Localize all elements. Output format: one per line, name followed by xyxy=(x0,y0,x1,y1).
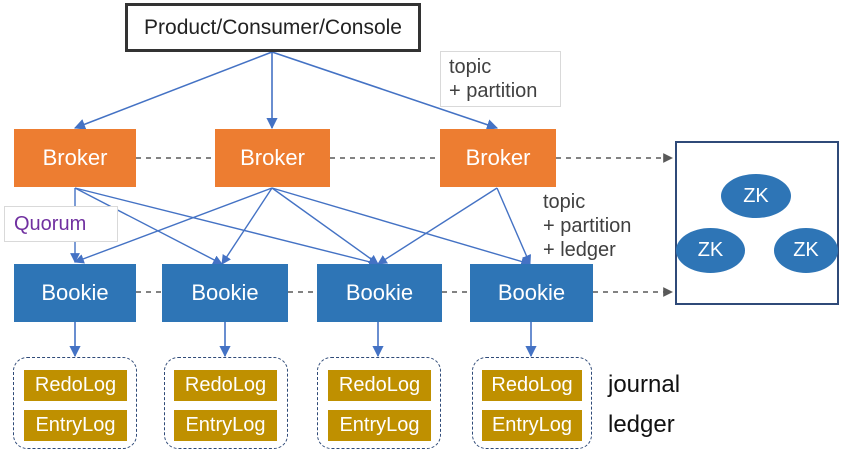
entrylog-2-label: EntryLog xyxy=(185,414,266,436)
client-topic-note: topic + partition xyxy=(440,51,561,107)
entrylog-4: EntryLog xyxy=(482,410,582,441)
broker-2-to-bookie-3-arrow xyxy=(271,187,379,265)
broker-topic-note-line-1: topic xyxy=(543,191,586,213)
broker-1-to-bookie-3-arrow xyxy=(74,187,379,267)
broker-3-label: Broker xyxy=(465,145,531,170)
bookie-2-label: Bookie xyxy=(191,280,259,305)
quorum-note: Quorum xyxy=(4,206,118,242)
client-to-broker-3-arrow xyxy=(271,51,499,131)
entrylog-4-label: EntryLog xyxy=(491,414,573,436)
broker-topic-note-line-2: + partition xyxy=(543,215,632,237)
redolog-3-label: RedoLog xyxy=(338,374,421,396)
bookie-3-label: Bookie xyxy=(345,280,414,305)
entrylog-3-label: EntryLog xyxy=(339,414,420,436)
broker-1-to-bookie-2-arrow xyxy=(74,187,223,265)
bookie-1-label: Bookie xyxy=(41,280,109,305)
redolog-1: RedoLog xyxy=(24,370,127,401)
bookie-3: Bookie xyxy=(317,264,442,322)
bookie-4-label: Bookie xyxy=(497,280,566,305)
redolog-2: RedoLog xyxy=(174,370,277,401)
broker-topic-note: topic + partition + ledger xyxy=(543,190,632,262)
bookie-1: Bookie xyxy=(14,264,136,322)
client-label: Product/Consumer/Console xyxy=(144,15,402,39)
zookeeper-panel xyxy=(675,141,839,305)
bookie-2: Bookie xyxy=(162,264,288,322)
entrylog-1: EntryLog xyxy=(24,410,127,441)
zk-node-top: ZK xyxy=(721,174,791,218)
broker-3-to-bookie-4-arrow xyxy=(496,187,531,265)
broker-2-to-bookie-4-arrow xyxy=(271,187,531,267)
zk-node-left: ZK xyxy=(676,228,745,273)
redolog-2-label: RedoLog xyxy=(184,374,267,396)
entrylog-1-label: EntryLog xyxy=(35,414,116,436)
client-topic-note-line-1: topic xyxy=(449,56,492,78)
broker-2-label: Broker xyxy=(240,145,305,170)
redolog-4: RedoLog xyxy=(482,370,582,401)
broker-2: Broker xyxy=(215,129,330,187)
redolog-4-label: RedoLog xyxy=(491,374,573,396)
broker-2-to-bookie-1-arrow xyxy=(74,187,273,264)
client-topic-note-line-2: + partition xyxy=(449,80,538,102)
zk-node-right: ZK xyxy=(774,228,838,273)
entrylog-2: EntryLog xyxy=(174,410,277,441)
redolog-3: RedoLog xyxy=(328,370,431,401)
journal-label: journal xyxy=(608,371,681,398)
broker-3-to-bookie-3-arrow xyxy=(377,187,498,265)
quorum-label: Quorum xyxy=(14,213,87,235)
zk-node-right-label: ZK xyxy=(793,239,819,261)
bookie-4: Bookie xyxy=(470,264,593,322)
zk-node-left-label: ZK xyxy=(697,239,724,261)
ledger-label: ledger xyxy=(608,411,675,438)
zk-node-top-label: ZK xyxy=(743,184,769,207)
client-to-broker-1-arrow xyxy=(73,51,273,130)
broker-1-label: Broker xyxy=(42,145,108,170)
broker-3: Broker xyxy=(440,129,556,187)
broker-topic-note-line-3: + ledger xyxy=(543,239,616,261)
broker-1: Broker xyxy=(14,129,136,187)
redolog-1-label: RedoLog xyxy=(34,374,117,396)
entrylog-3: EntryLog xyxy=(328,410,431,441)
broker-2-to-bookie-2-arrow xyxy=(221,187,273,265)
client-box: Product/Consumer/Console xyxy=(125,3,421,52)
